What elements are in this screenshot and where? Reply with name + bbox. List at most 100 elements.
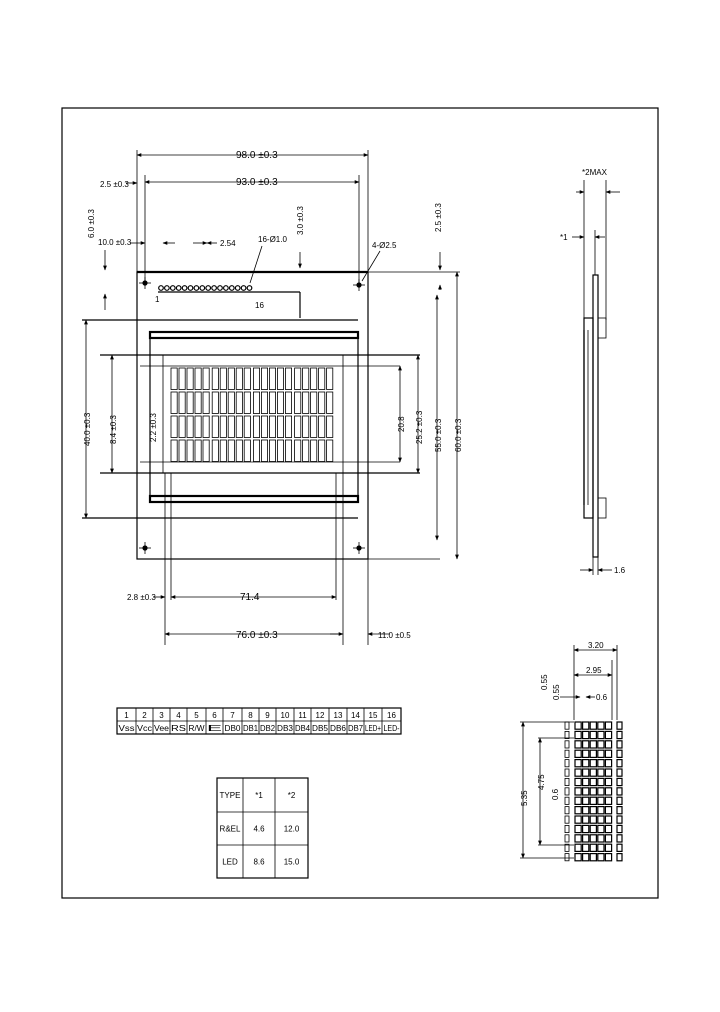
dim-height-40: 40.0 ±0.3 — [83, 412, 92, 446]
dot-pixel — [616, 843, 623, 853]
dot-pixel — [597, 758, 605, 768]
type-table-cell: LED — [222, 858, 238, 867]
dot-pixel — [564, 778, 570, 787]
pin-number-cell: 14 — [351, 711, 360, 720]
dim-76: 76.0 ±0.3 — [236, 630, 278, 641]
pin-hole-icon — [169, 285, 176, 291]
dot-pixel — [597, 777, 605, 787]
pin-16-label: 16 — [255, 301, 264, 310]
dim-pin-holes: 16-Ø1.0 — [258, 235, 287, 244]
pin-hole-icon — [205, 285, 212, 291]
char-cell — [284, 415, 292, 438]
char-cell — [211, 391, 219, 414]
dot-pixel — [564, 796, 570, 805]
dot-pixel — [574, 777, 582, 787]
dot-pixel — [581, 852, 590, 862]
dot-pixel — [616, 852, 623, 862]
dot-pixel — [564, 834, 570, 843]
dot-pixel — [581, 805, 590, 815]
char-cell — [211, 439, 219, 462]
dot-pixel — [616, 824, 623, 834]
pin-signal-cell: Vss — [119, 724, 135, 733]
char-cell — [268, 415, 276, 438]
char-cell — [227, 391, 235, 414]
char-cell — [252, 391, 260, 414]
dot-pixel — [564, 806, 570, 815]
dim-0-6: 0.6 — [596, 693, 608, 702]
dot-pixel — [581, 730, 590, 740]
pin-signal-cell: DB6 — [330, 724, 347, 733]
dim-hole-offset-right: 2.5 ±0.3 — [434, 203, 443, 232]
dot-pixel — [574, 758, 582, 768]
dot-pixel — [581, 758, 590, 768]
pin-number-cell: 10 — [281, 711, 290, 720]
char-cell — [294, 367, 302, 390]
dot-pixel — [604, 787, 613, 796]
char-cell — [227, 367, 235, 390]
pin-number-cell: 16 — [387, 711, 396, 720]
drawing-frame — [61, 107, 659, 899]
dot-pixel — [604, 805, 613, 815]
char-cell — [202, 439, 210, 462]
dim-2-8: 2.8 ±0.3 — [127, 593, 156, 602]
pixel-detail: 3.20 2.95 0.55 0.55 0.6 5.35 4.75 0.6 — [520, 641, 623, 862]
type-table-cell: 12.0 — [284, 825, 300, 834]
char-cell — [252, 439, 260, 462]
dot-pixel — [597, 749, 605, 759]
pin-hole-icon — [217, 285, 223, 291]
dot-pixel — [581, 843, 590, 853]
char-cell — [211, 367, 219, 390]
dim-6: 6.0 ±0.3 — [87, 209, 96, 238]
dot-pixel — [589, 852, 598, 862]
char-cell — [194, 439, 202, 462]
char-cell — [186, 391, 194, 414]
dim-0-55b: 0.55 — [552, 684, 561, 700]
char-cell — [186, 415, 194, 438]
mounting-hole-icon — [139, 542, 151, 554]
dot-pixel — [564, 768, 570, 777]
pin-number-cell: 4 — [176, 711, 181, 720]
pin-hole-icon — [181, 285, 188, 291]
dim-2-95: 2.95 — [586, 666, 602, 675]
dot-pixel — [604, 758, 613, 768]
pin-signal-cell: Vcc — [137, 724, 152, 733]
dim-pin-offset-10: 10.0 ±0.3 — [98, 238, 132, 247]
dot-pixel — [604, 824, 613, 834]
dim-0-6b: 0.6 — [551, 788, 560, 800]
char-cell — [268, 439, 276, 462]
pin-signal-cell: E — [207, 724, 222, 733]
pin-hole-icon — [163, 285, 170, 291]
dot-pixel — [589, 740, 598, 749]
char-cell — [202, 415, 210, 438]
dot-pixel — [597, 740, 605, 749]
dot-pixel — [589, 777, 598, 787]
char-cell — [268, 367, 276, 390]
pin-number-cell: 12 — [316, 711, 325, 720]
char-cell — [318, 367, 326, 390]
pin-signal-cell: DB5 — [312, 724, 329, 733]
dot-pixel — [597, 796, 605, 806]
char-cell — [318, 415, 326, 438]
pin-signal-cell: DB1 — [243, 724, 259, 733]
dot-pixel — [616, 768, 623, 777]
type-table-header: TYPE — [220, 791, 241, 800]
char-cell — [302, 415, 310, 438]
dot-pixel — [574, 824, 582, 834]
dot-pixel — [574, 721, 582, 730]
char-cell — [318, 439, 326, 462]
char-cell — [186, 367, 194, 390]
dot-pixel — [597, 730, 605, 740]
dot-pixel — [574, 852, 582, 862]
dot-pixel — [581, 834, 590, 843]
dot-pixel — [616, 815, 623, 824]
dot-pixel — [574, 843, 582, 853]
pin-number-cell: 11 — [298, 711, 307, 720]
char-cell — [294, 415, 302, 438]
char-cell — [294, 391, 302, 414]
char-cell — [219, 367, 227, 390]
char-cell — [178, 367, 186, 390]
type-table-cell: 4.6 — [253, 825, 265, 834]
connector-pins — [158, 285, 253, 291]
char-cell — [302, 391, 310, 414]
